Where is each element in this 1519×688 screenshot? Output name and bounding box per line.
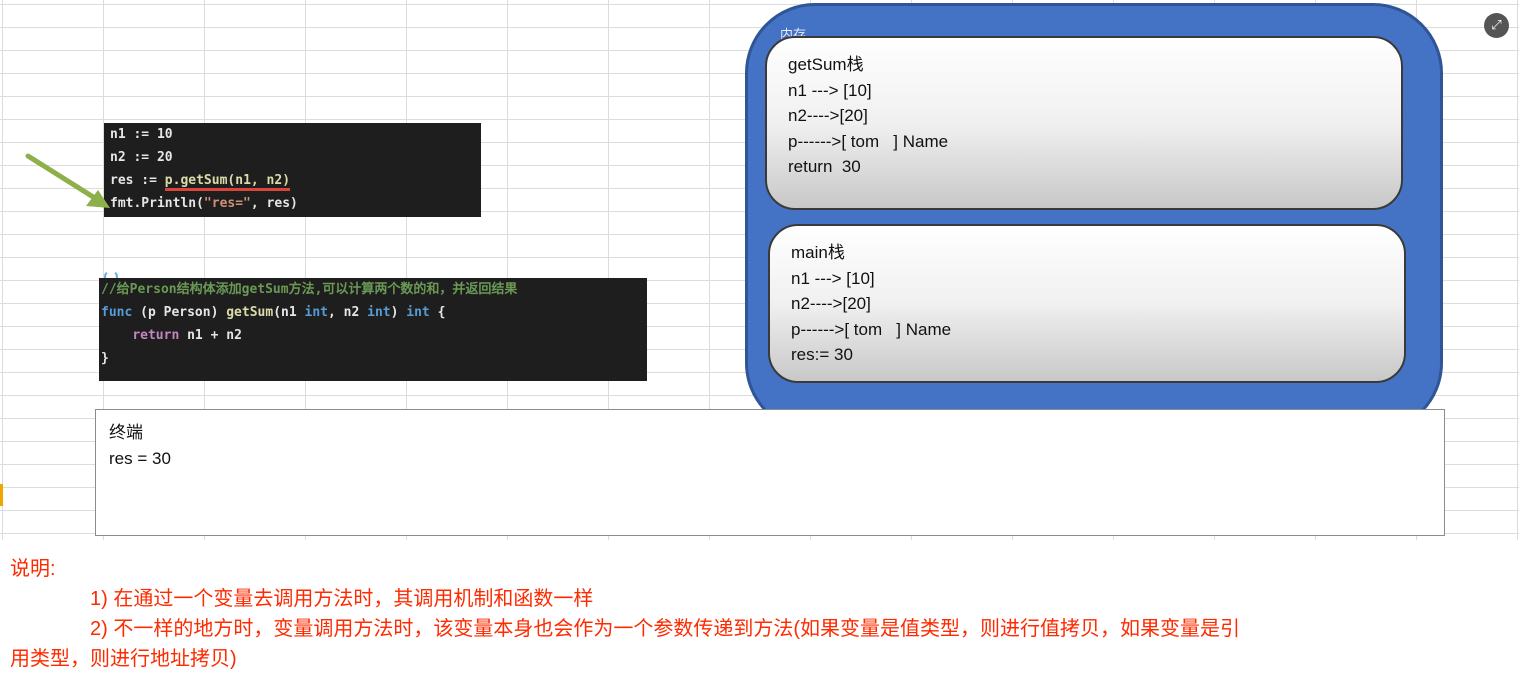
code-type: int (367, 305, 391, 320)
row-marker (0, 484, 3, 506)
stack-line: res:= 30 (791, 345, 853, 364)
code-token: res := (110, 173, 165, 188)
stack-line: p------>[ tom ] Name (791, 319, 952, 339)
code-keyword: func (101, 305, 133, 320)
notes-heading: 说明: (10, 558, 56, 580)
terminal-title: 终端 (109, 423, 143, 442)
stack-line: return 30 (788, 157, 861, 176)
code-token: ) (390, 305, 407, 320)
method-call-underlined: p.getSum(n1, n2) (164, 173, 291, 191)
stack-line: n2---->[20] (791, 294, 871, 313)
code-line: n1 := 10 (110, 127, 173, 142)
note-item-continued: 用类型，则进行地址拷贝) (10, 648, 237, 670)
code-type: int (406, 305, 430, 320)
code-string: "res=" (203, 196, 251, 211)
code-line: } (101, 351, 109, 366)
code-line: n2 := 20 (110, 150, 173, 165)
note-item: 2) 不一样的地方时，变量调用方法时，该变量本身也会作为一个参数传递到方法(如果… (90, 618, 1240, 640)
code-token: (p Person) (132, 305, 227, 320)
code-type: int (304, 305, 328, 320)
code-token: (n1 (273, 305, 305, 320)
getsum-stack-frame: getSum栈 n1 ---> [10] n2---->[20] p------… (765, 36, 1403, 210)
code-method-block: //给Person结构体添加getSum方法,可以计算两个数的和，并返回结果 fu… (99, 278, 647, 381)
note-item: 1) 在通过一个变量去调用方法时，其调用机制和函数一样 (90, 588, 594, 610)
stack-line: p------>[ tom ] Name (788, 131, 949, 151)
code-line: return n1 + n2 (101, 324, 647, 347)
code-keyword: return (132, 328, 180, 343)
stack-title: getSum栈 (788, 55, 864, 74)
stack-title: main栈 (791, 243, 845, 262)
code-token: { (429, 305, 446, 320)
stack-line: n2---->[20] (788, 106, 868, 125)
explanation-notes: 说明: 1) 在通过一个变量去调用方法时，其调用机制和函数一样 2) 不一样的地… (10, 554, 1510, 674)
main-stack-frame: main栈 n1 ---> [10] n2---->[20] p------>[… (768, 224, 1406, 383)
code-function-name: getSum (226, 305, 274, 320)
arrow-icon (25, 153, 110, 208)
code-token: fmt.Println( (110, 196, 204, 211)
code-line: res := p.getSum(n1, n2) (110, 169, 481, 192)
code-token: n1 + n2 (179, 328, 242, 343)
stack-line: n1 ---> [10] (788, 80, 872, 100)
terminal-box: 终端 res = 30 (95, 409, 1445, 536)
stack-line: n1 ---> [10] (791, 268, 875, 288)
code-token: , n2 (328, 305, 368, 320)
code-token: , res) (250, 196, 298, 211)
code-line: func (p Person) getSum(n1 int, n2 int) i… (101, 301, 647, 324)
code-comment: //给Person结构体添加getSum方法,可以计算两个数的和，并返回结果 (101, 282, 518, 297)
terminal-output: res = 30 (109, 449, 171, 468)
expand-icon[interactable]: ⤢ (1484, 13, 1509, 38)
code-line: fmt.Println("res=", res) (110, 192, 481, 215)
